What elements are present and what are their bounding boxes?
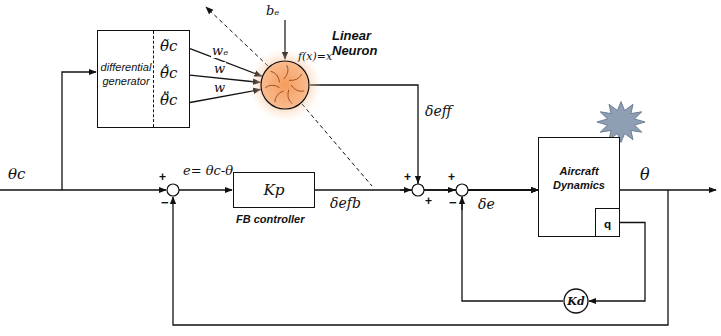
signal-name: θc (8, 166, 25, 183)
signal-name: θ̃c (160, 37, 177, 55)
gain-label: Kp (234, 181, 314, 199)
box-title: Aircraft Dynamics (543, 164, 615, 193)
signal-name: δefb (330, 196, 361, 211)
sign-mark: + (159, 171, 166, 184)
signal-connector (310, 85, 538, 190)
sign-mark: + (448, 171, 455, 184)
plant-box: Aircraft Dynamics q (538, 137, 620, 237)
weight-label: w (213, 62, 226, 76)
branch-wire (62, 72, 96, 190)
summing-junction (167, 184, 179, 196)
junction-arrow (461, 197, 462, 210)
sign-mark: − (161, 196, 169, 210)
signal-name: θ̃̇c (160, 64, 177, 82)
junction-arrow (417, 176, 418, 183)
neuron-title: Linear Neuron (332, 28, 388, 58)
weight-label: w (213, 81, 226, 95)
port-label: q (596, 216, 619, 229)
neuron-outline (260, 60, 310, 110)
controller-box: KpFB controller (233, 172, 315, 208)
signal-name: θ̃̈c (160, 91, 177, 109)
dashed-divider (153, 31, 154, 127)
signal-name: δe (478, 197, 495, 212)
signal-name: δeff (425, 104, 452, 119)
gain-circle: Kd (563, 288, 589, 314)
box-title: differential generator (100, 61, 152, 89)
sign-mark: − (449, 196, 457, 210)
signal-name: e= θc-θ (183, 164, 233, 178)
activation-label: f(x)=x (298, 50, 332, 63)
weight-label: wₑ (211, 44, 229, 58)
generator-box: differential generator θ̃c θ̃̇c θ̃̈c (97, 30, 190, 128)
bias-label: bₑ (266, 4, 279, 18)
summing-junction (456, 184, 468, 196)
output-port: q (595, 208, 620, 237)
box-caption: FB controller (236, 213, 304, 225)
gain-label: Kd (563, 295, 589, 308)
sign-mark: + (425, 195, 432, 208)
junction-arrow (400, 189, 411, 190)
summing-junction (412, 184, 424, 196)
sign-mark: + (404, 171, 411, 184)
learning-arrow (206, 7, 268, 66)
neuron-circle: f(x)=xLinear Neuron (260, 60, 310, 110)
signal-name: θ (640, 166, 650, 184)
junction-arrow (444, 189, 455, 190)
input-wire (0, 189, 166, 190)
error-wire (179, 189, 232, 190)
